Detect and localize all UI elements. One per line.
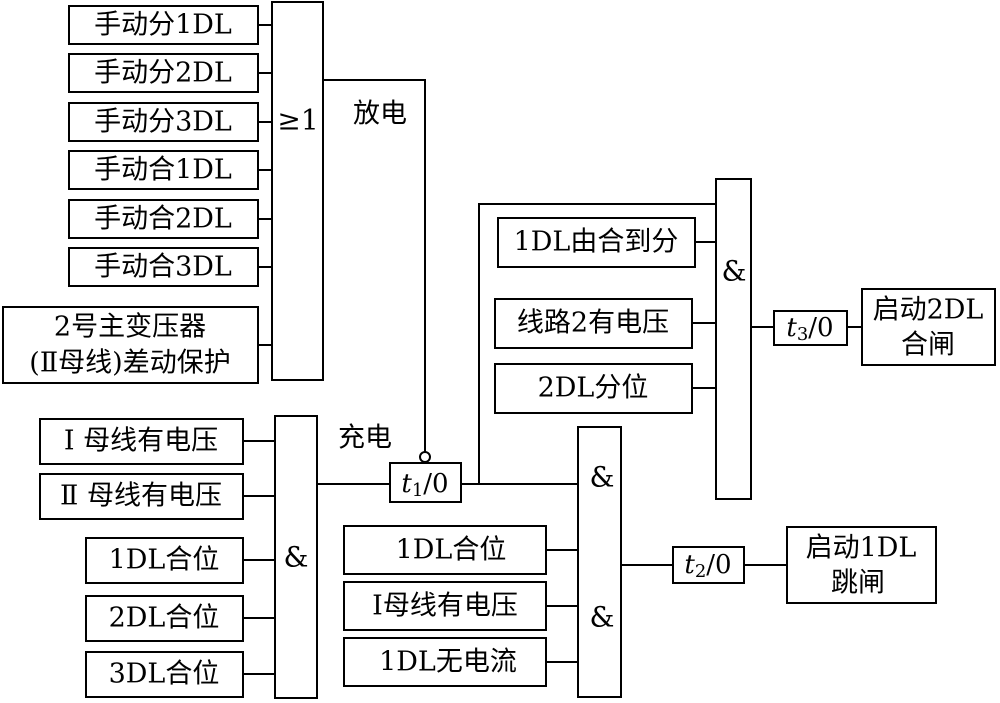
output-2dl-line1: 启动2DL	[873, 295, 984, 326]
t3-timer: t3/0	[773, 310, 848, 346]
or-gate-symbol: ≥1	[277, 104, 318, 137]
t2-timer: t2/0	[672, 546, 745, 584]
upper-and-symbol: &	[722, 255, 747, 288]
or-input-2: 手动分2DL	[68, 53, 259, 93]
or-input-wires	[258, 24, 272, 346]
discharge-wire	[323, 79, 426, 452]
protection-input-line1: 2号主变压器	[54, 312, 206, 343]
inhibit-circle	[419, 451, 431, 463]
lower-and-symbol-bottom: &	[590, 601, 615, 634]
upper-and-input-2-label: 线路2有电压	[517, 308, 669, 339]
charge-input-wires	[243, 440, 275, 675]
or-input-5: 手动合2DL	[68, 199, 259, 239]
lower-and-input-3-label: 1DL无电流	[379, 647, 517, 678]
or-input-2-label: 手动分2DL	[94, 58, 232, 89]
lower-and-input-2: Ⅰ母线有电压	[343, 581, 547, 631]
lower-and-input-3: 1DL无电流	[343, 637, 547, 687]
or-input-1-label: 手动分1DL	[94, 10, 232, 41]
output-1dl-line2: 跳闸	[831, 568, 885, 599]
or-input-3-label: 手动分3DL	[94, 107, 232, 138]
t1-timer: t1/0	[389, 462, 462, 503]
output-1dl-trip: 启动1DL 跳闸	[786, 526, 937, 604]
t1-to-upper-and-wire	[461, 203, 716, 485]
charge-label: 充电	[338, 423, 392, 454]
t2-label: t2/0	[684, 550, 731, 582]
charge-input-5-label: 3DL合位	[109, 659, 220, 690]
charge-input-4-label: 2DL合位	[109, 603, 220, 634]
upper-and-input-wires	[692, 241, 716, 389]
protection-input-line2: (Ⅱ母线)差动保护	[29, 348, 230, 379]
lower-and-input-2-label: Ⅰ母线有电压	[372, 591, 518, 622]
charge-and-symbol: &	[284, 541, 309, 574]
or-input-3: 手动分3DL	[68, 102, 259, 142]
charge-input-3-label: 1DL合位	[109, 545, 220, 576]
charge-input-4: 2DL合位	[85, 595, 244, 642]
upper-and-gate: &	[715, 178, 752, 500]
charge-input-2-label: Ⅱ 母线有电压	[60, 481, 222, 512]
or-input-4-label: 手动合1DL	[94, 155, 232, 186]
or-input-5-label: 手动合2DL	[94, 204, 232, 235]
lower-and-input-1-label: 1DL合位	[396, 535, 507, 566]
lower-and-input-1: 1DL合位	[343, 525, 547, 575]
charge-input-1: Ⅰ 母线有电压	[39, 418, 244, 465]
output-2dl-line2: 合闸	[901, 330, 955, 361]
output-1dl-line1: 启动1DL	[806, 533, 917, 564]
protection-input: 2号主变压器 (Ⅱ母线)差动保护	[2, 306, 259, 384]
upper-and-input-1: 1DL由合到分	[497, 217, 696, 268]
lower-and-input-wires	[546, 549, 578, 663]
upper-and-input-2: 线路2有电压	[494, 298, 693, 349]
or-input-4: 手动合1DL	[68, 150, 259, 190]
charge-input-1-label: Ⅰ 母线有电压	[64, 426, 218, 457]
lower-and-symbol-top: &	[590, 461, 615, 494]
t3-label: t3/0	[786, 313, 833, 345]
or-input-6: 手动合3DL	[68, 247, 259, 287]
charge-and-gate: &	[274, 415, 318, 699]
or-gate: ≥1	[271, 1, 324, 381]
t1-label: t1/0	[401, 469, 448, 501]
upper-and-input-3: 2DL分位	[494, 363, 693, 414]
output-2dl-close: 启动2DL 合闸	[861, 288, 996, 366]
or-input-1: 手动分1DL	[68, 5, 259, 45]
discharge-label: 放电	[353, 99, 407, 130]
or-input-6-label: 手动合3DL	[94, 252, 232, 283]
upper-and-input-1-label: 1DL由合到分	[514, 227, 679, 258]
upper-and-input-3-label: 2DL分位	[538, 373, 649, 404]
lower-and-gate: & &	[577, 426, 622, 698]
charge-input-3: 1DL合位	[85, 537, 244, 584]
charge-input-5: 3DL合位	[85, 651, 244, 698]
charge-input-2: Ⅱ 母线有电压	[39, 473, 244, 520]
